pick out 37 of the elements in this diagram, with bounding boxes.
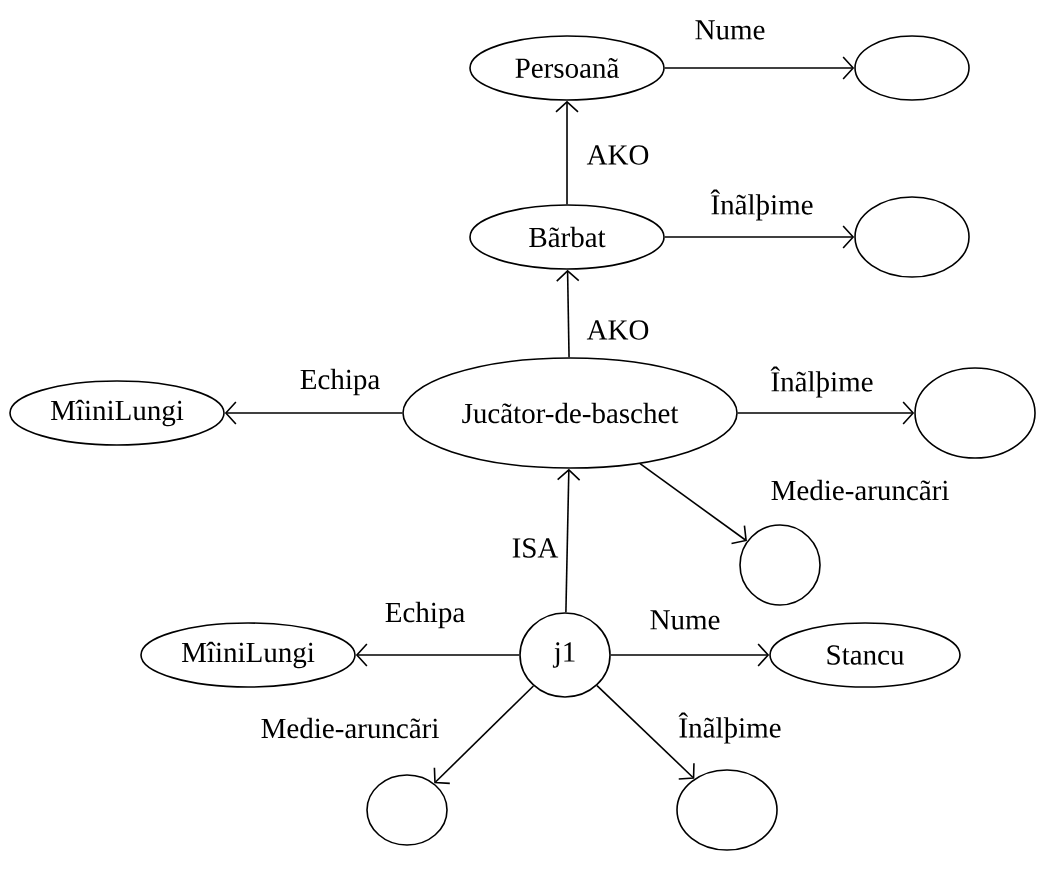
empty-ellipse xyxy=(676,769,778,851)
empty-ellipse xyxy=(739,524,821,606)
edge-label: Medie-aruncãri xyxy=(259,716,441,740)
edge-label: Medie-aruncãri xyxy=(769,478,951,502)
empty-ellipse xyxy=(914,367,1036,459)
arrow xyxy=(664,56,855,80)
arrow xyxy=(737,401,915,425)
edge-label: Nume xyxy=(693,19,767,41)
ellipse-node: Jucãtor-de-baschet xyxy=(402,357,738,469)
ellipse-node: MîiniLungi xyxy=(140,622,356,688)
edge-label: Echipa xyxy=(298,367,382,397)
arrow xyxy=(224,401,403,425)
edge-label: ISA xyxy=(510,537,560,559)
empty-ellipse xyxy=(854,35,970,101)
ellipse-node: j1 xyxy=(519,612,611,698)
arrow xyxy=(664,225,855,249)
arrow xyxy=(555,269,580,358)
ellipse-node: Bãrbat xyxy=(469,204,665,270)
edge-label: Înãlþime xyxy=(677,711,783,745)
arrow xyxy=(596,684,695,780)
arrow xyxy=(610,643,770,667)
edge-label: Înãlþime xyxy=(709,188,815,222)
edge-label: AKO xyxy=(585,144,651,166)
edge-label: Echipa xyxy=(383,600,467,630)
arrow xyxy=(555,100,579,205)
edge-label: AKO xyxy=(585,319,651,341)
ellipse-node: Stancu xyxy=(769,622,961,688)
edge-label: Nume xyxy=(648,609,722,631)
arrow xyxy=(355,643,520,667)
ellipse-node: MîiniLungi xyxy=(9,380,225,446)
arrow xyxy=(639,462,747,545)
arrow xyxy=(433,685,535,785)
empty-ellipse xyxy=(366,774,448,846)
edge-label: Înãlþime xyxy=(769,365,875,399)
arrow xyxy=(556,468,581,613)
ellipse-node: Persoanã xyxy=(469,35,665,101)
empty-ellipse xyxy=(854,196,970,278)
